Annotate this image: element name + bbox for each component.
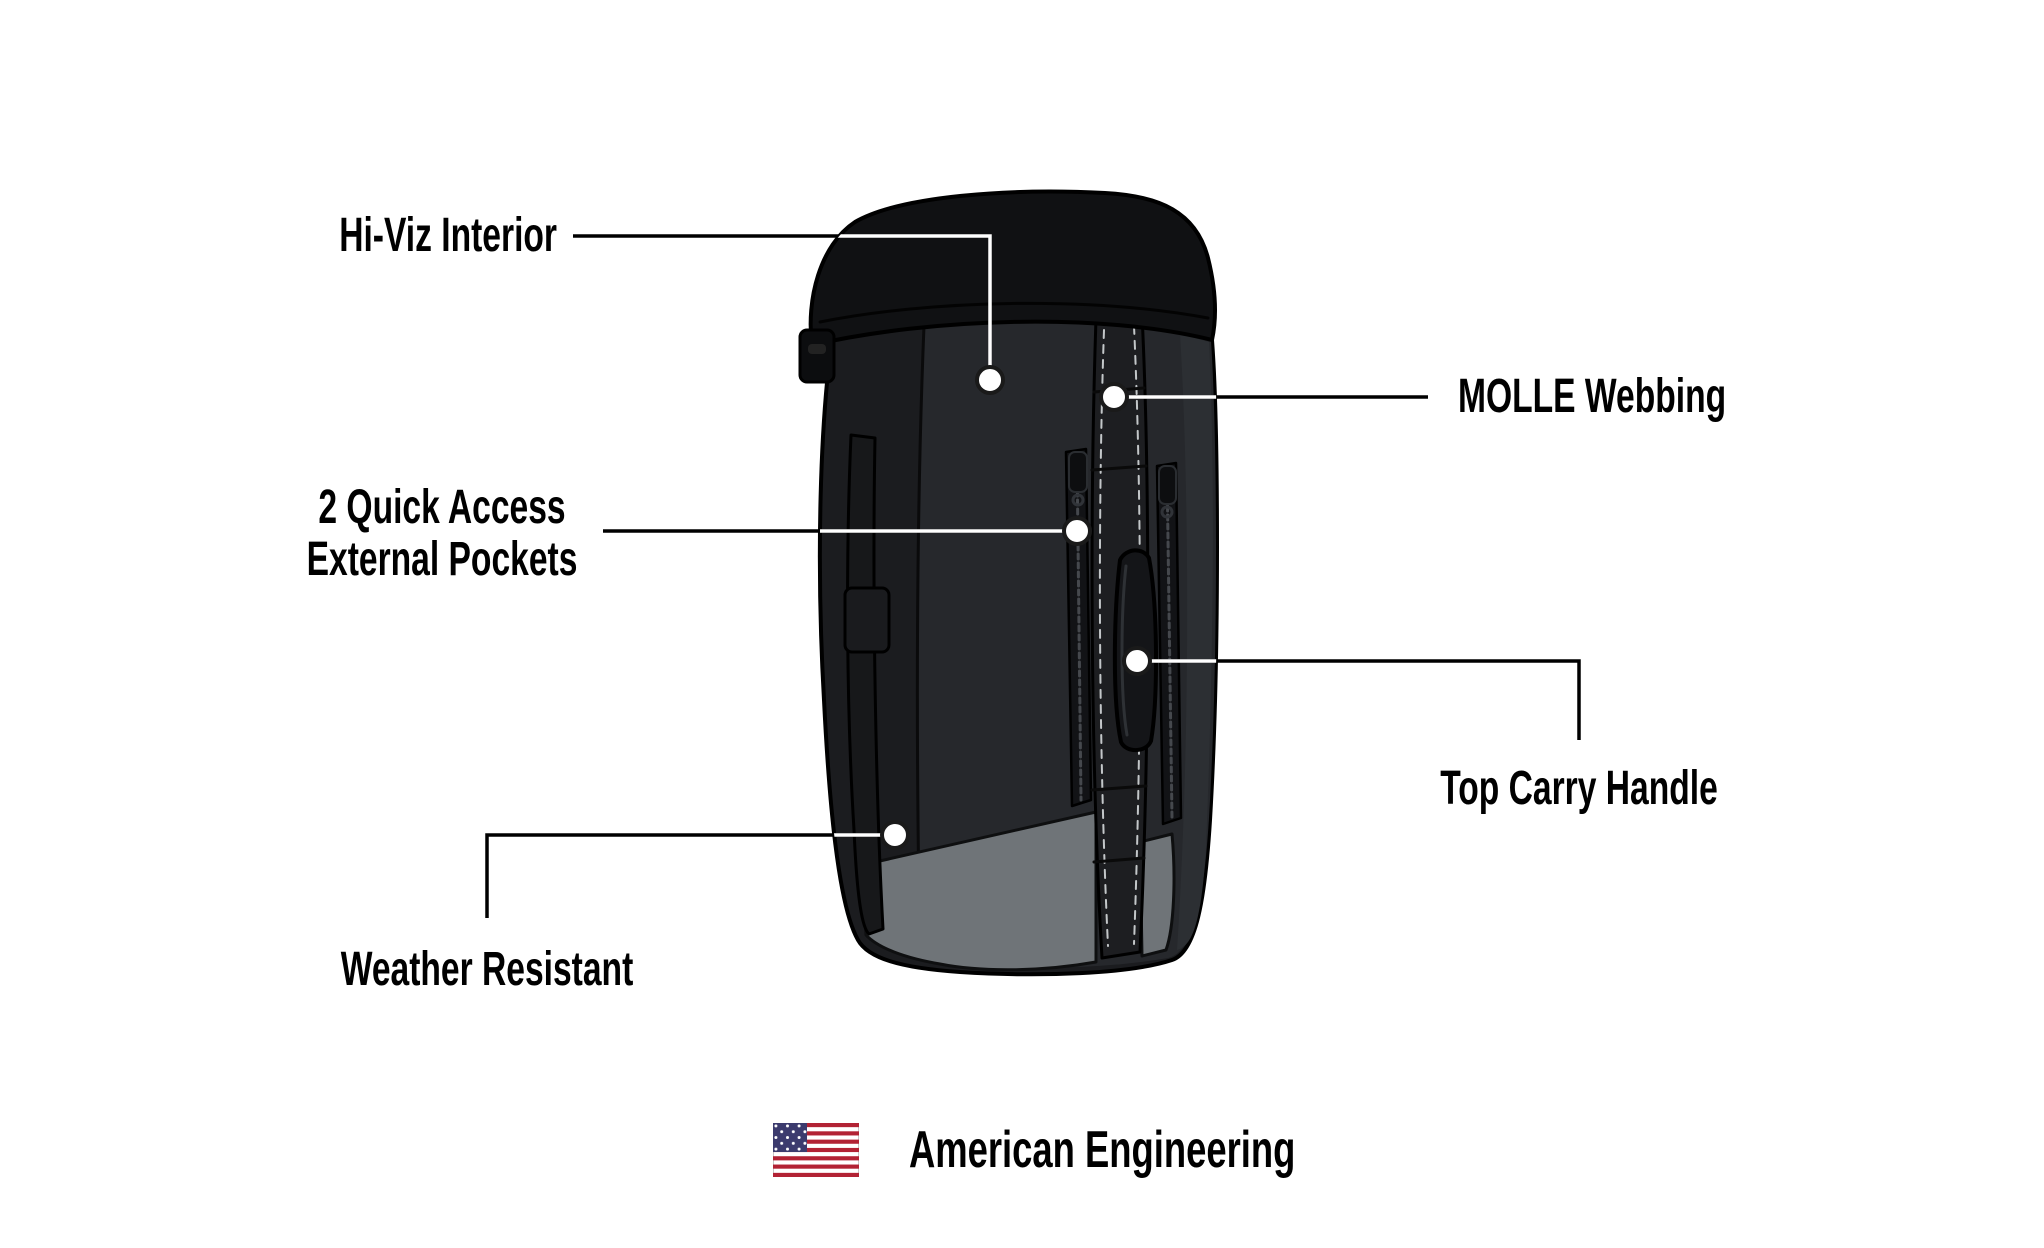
footer-tagline: American Engineering bbox=[909, 1121, 1296, 1179]
molle-marker bbox=[1099, 382, 1129, 412]
us-flag-icon bbox=[773, 1123, 859, 1177]
weather-marker bbox=[880, 820, 910, 850]
zipper-right-pull-hole bbox=[1160, 505, 1174, 519]
callout-label-hi-viz-interior: Hi-Viz Interior bbox=[339, 209, 557, 262]
callout-label-molle-webbing: MOLLE Webbing bbox=[1458, 370, 1727, 423]
zipper-left-pull bbox=[1068, 451, 1088, 493]
callout-label-top-carry-handle: Top Carry Handle bbox=[1440, 762, 1718, 815]
bottom-accent-right bbox=[1138, 832, 1176, 958]
bottom-accent-left bbox=[860, 810, 1098, 972]
buckle bbox=[798, 328, 836, 384]
callout-label-weather-resistant: Weather Resistant bbox=[340, 943, 634, 996]
bag-flap bbox=[808, 189, 1217, 347]
zipper-left-teeth bbox=[1075, 453, 1083, 802]
flap-crease bbox=[818, 301, 1210, 324]
carry-handle-highlight bbox=[1120, 564, 1129, 737]
bag-front-highlight bbox=[1177, 334, 1213, 950]
callout-markers bbox=[880, 365, 1152, 850]
footer: American Engineering bbox=[773, 1122, 1461, 1178]
callout-label-quick-access-pockets: 2 Quick Access External Pockets bbox=[267, 482, 617, 586]
handle-line bbox=[1151, 659, 1581, 740]
molle-stitch-right bbox=[1133, 325, 1141, 945]
sissy-bar-bag-illustration bbox=[798, 189, 1219, 977]
zipper-right-pull bbox=[1158, 465, 1177, 505]
zipper-left-pull-hole bbox=[1071, 493, 1085, 507]
buckle-slot bbox=[808, 344, 826, 354]
zipper-right-teeth bbox=[1165, 468, 1174, 820]
side-strap-loop bbox=[843, 586, 891, 654]
weather-line bbox=[485, 833, 881, 918]
pockets-label-line1: 2 Quick Access bbox=[318, 481, 566, 534]
hi-viz-marker bbox=[975, 365, 1005, 395]
pockets-label-line2: External Pockets bbox=[306, 533, 578, 586]
handle-marker bbox=[1122, 646, 1152, 676]
callout-lines-overlay bbox=[810, 234, 1218, 918]
pockets-marker bbox=[1062, 516, 1092, 546]
